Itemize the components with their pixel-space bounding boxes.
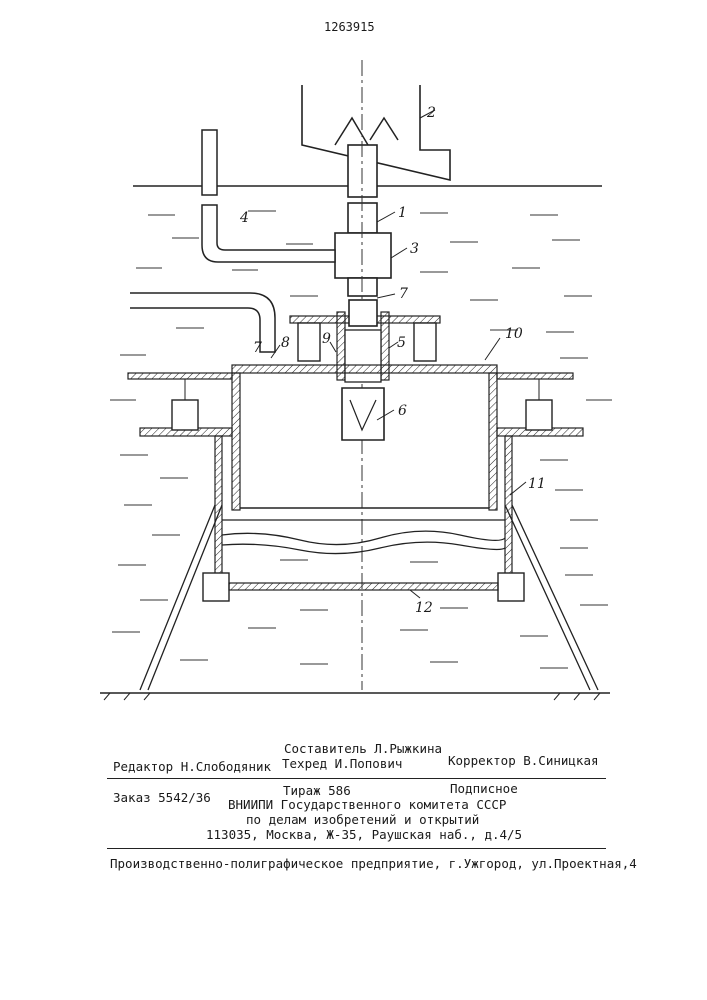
svg-text:1: 1: [398, 205, 407, 221]
sleeve-5: [345, 330, 381, 382]
pipe-4: [202, 205, 335, 262]
editor: Редактор Н.Слободяник: [113, 760, 271, 774]
svg-text:6: 6: [398, 403, 407, 419]
hopper-chevron: [370, 118, 398, 140]
circulation: Тираж 586: [283, 784, 351, 798]
institute-line1: ВНИИПИ Государственного комитета СССР: [228, 798, 506, 812]
rule-top: [107, 778, 606, 779]
plate-12: [229, 583, 498, 590]
svg-text:7: 7: [399, 286, 408, 302]
frame-11: [215, 436, 222, 586]
corrector: Корректор В.Синицкая: [448, 754, 599, 768]
pipe-4-top: [202, 130, 217, 195]
svg-text:11: 11: [528, 476, 546, 492]
svg-text:9: 9: [322, 331, 331, 347]
svg-text:5: 5: [397, 335, 406, 351]
coupling-7: [349, 300, 377, 326]
block-3: [335, 233, 391, 278]
printer: Производственно-полиграфическое предприя…: [110, 857, 637, 871]
container-lid: [232, 365, 497, 373]
break-line: [222, 531, 505, 544]
order: Заказ 5542/36: [113, 791, 211, 805]
container-wall: [489, 373, 497, 510]
svg-text:2: 2: [426, 105, 436, 121]
svg-text:7: 7: [253, 340, 262, 356]
rule-bottom: [107, 848, 606, 849]
hopper-chevron: [335, 118, 368, 145]
svg-text:3: 3: [410, 241, 419, 257]
svg-text:4: 4: [239, 210, 249, 226]
compiler: Составитель Л.Рыжкина: [284, 742, 442, 756]
institute-address: 113035, Москва, Ж-35, Раушская наб., д.4…: [206, 828, 522, 842]
nozzle-6: [342, 388, 384, 440]
techred: Техред И.Попович: [282, 757, 402, 771]
svg-text:10: 10: [505, 326, 523, 342]
container-wall: [232, 373, 240, 510]
svg-text:12: 12: [415, 600, 433, 616]
subscription: Подписное: [450, 782, 518, 796]
institute-line2: по делам изобретений и открытий: [246, 813, 479, 827]
svg-text:8: 8: [281, 335, 290, 351]
